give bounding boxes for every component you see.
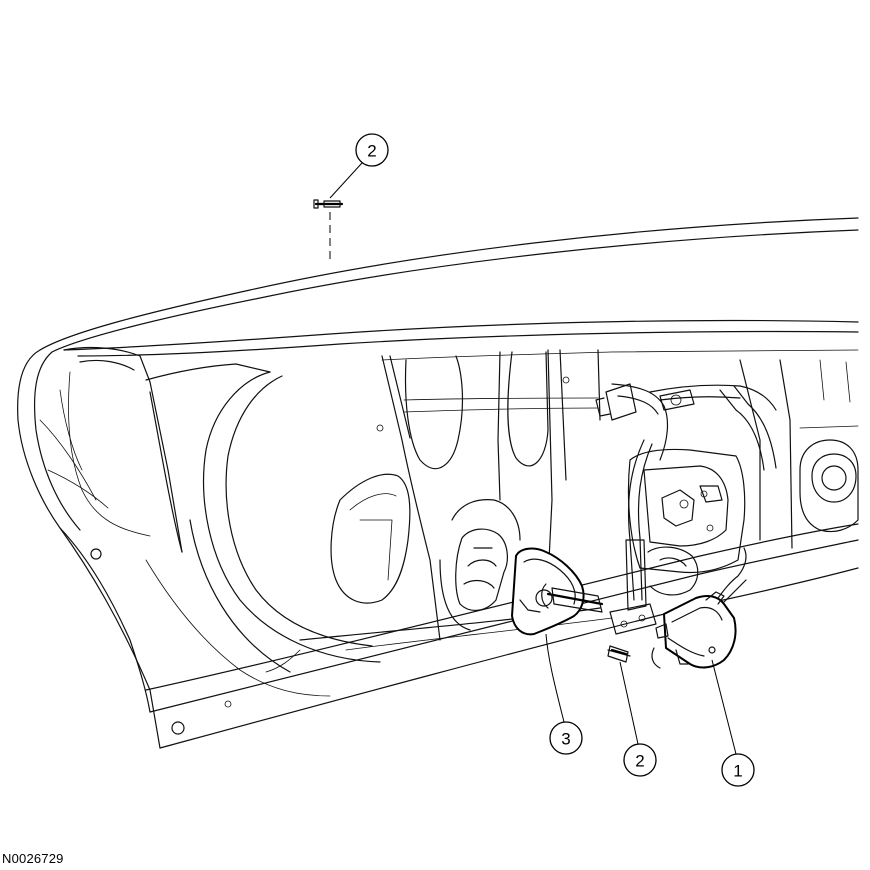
part-1-latch-actuator [651, 547, 747, 669]
callout-circle [623, 743, 657, 777]
callout-label: 2 [367, 142, 376, 161]
callout-2-upper: 2 [329, 133, 389, 199]
callout-circle [549, 721, 583, 755]
figure-reference-number: N0026729 [2, 851, 64, 866]
callout-label: 1 [733, 762, 742, 781]
part-3-actuator-bracket [455, 528, 604, 636]
decklid-outer-panel [17, 217, 859, 749]
callout-3: 3 [545, 633, 583, 755]
fastener-upper [313, 199, 344, 262]
callout-label: 3 [561, 730, 570, 749]
callout-1: 1 [711, 659, 755, 787]
callout-circle [355, 133, 389, 167]
fastener-lower [607, 645, 631, 663]
latch-mounting-area [595, 383, 777, 635]
decklid-end-cap [39, 346, 271, 553]
callout-circle [721, 753, 755, 787]
callout-2-lower: 2 [619, 661, 657, 777]
callout-label: 2 [635, 752, 644, 771]
decklid-inner-panel [145, 349, 859, 697]
